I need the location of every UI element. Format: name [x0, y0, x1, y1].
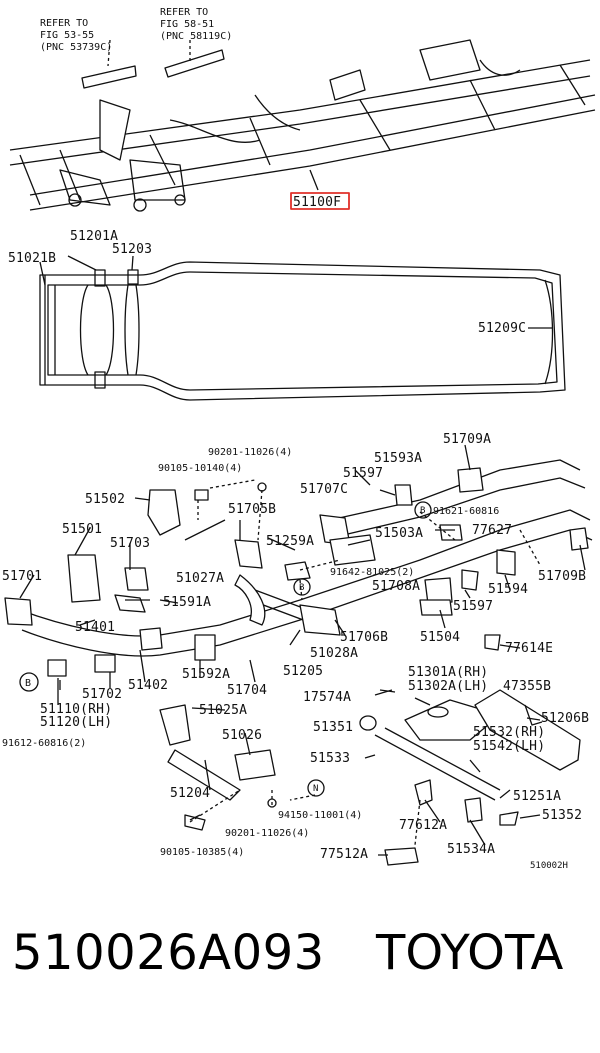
label-77512A[interactable]: 77512A — [320, 847, 368, 862]
label-91621[interactable]: 91621-60816 — [433, 506, 499, 517]
main-part-highlight-box — [290, 192, 350, 210]
label-51402[interactable]: 51402 — [128, 678, 168, 693]
label-51597-a[interactable]: 51597 — [343, 466, 383, 481]
label-51259A[interactable]: 51259A — [266, 534, 314, 549]
ref1-line1: REFER TO — [40, 18, 88, 29]
label-51592A[interactable]: 51592A — [182, 667, 230, 682]
parts-diagram: REFER TO FIG 53-55 (PNC 53739C) REFER TO… — [2, 7, 596, 871]
figure-number: 510002H — [530, 861, 568, 871]
label-51594[interactable]: 51594 — [488, 582, 528, 597]
label-51201A[interactable]: 51201A — [70, 229, 118, 244]
part-number: 510026A093 — [12, 925, 325, 981]
label-51702[interactable]: 51702 — [82, 687, 122, 702]
label-51534A[interactable]: 51534A — [447, 842, 495, 857]
frame-top-view-illustration — [39, 261, 566, 401]
footer: 510026A093 TOYOTA — [0, 925, 600, 1035]
label-51533[interactable]: 51533 — [310, 751, 350, 766]
ref2-line2: FIG 58-51 — [160, 19, 214, 30]
label-51206B[interactable]: 51206B — [541, 711, 589, 726]
label-51028A[interactable]: 51028A — [310, 646, 358, 661]
label-51025A[interactable]: 51025A — [199, 703, 247, 718]
label-51205[interactable]: 51205 — [283, 664, 323, 679]
label-51021B[interactable]: 51021B — [8, 251, 56, 266]
label-51542[interactable]: 51542(LH) — [473, 739, 545, 754]
frame-assembly-illustration — [9, 39, 596, 212]
label-51532[interactable]: 51532(RH) — [473, 725, 545, 740]
label-51704[interactable]: 51704 — [227, 683, 267, 698]
marker-b-mid: B — [299, 583, 304, 593]
label-51026[interactable]: 51026 — [222, 728, 262, 743]
label-51707C[interactable]: 51707C — [300, 482, 348, 497]
label-51120[interactable]: 51120(LH) — [40, 715, 112, 730]
ref2-line3: (PNC 58119C) — [160, 31, 232, 42]
label-51209C[interactable]: 51209C — [478, 321, 526, 336]
label-51204[interactable]: 51204 — [170, 786, 210, 801]
label-51706B[interactable]: 51706B — [340, 630, 388, 645]
label-51709B[interactable]: 51709B — [538, 569, 586, 584]
label-90105-b[interactable]: 90105-10385(4) — [160, 847, 244, 858]
label-51351[interactable]: 51351 — [313, 720, 353, 735]
label-90201-b[interactable]: 90201-11026(4) — [225, 828, 309, 839]
label-90105-a[interactable]: 90105-10140(4) — [158, 463, 242, 474]
label-94150[interactable]: 94150-11001(4) — [278, 810, 362, 821]
ref2-line1: REFER TO — [160, 7, 208, 18]
marker-b-right: B — [420, 506, 425, 516]
label-51503A[interactable]: 51503A — [375, 526, 423, 541]
ref1-line3: (PNC 53739C) — [40, 42, 112, 53]
label-17574A[interactable]: 17574A — [303, 690, 351, 705]
label-90201-a[interactable]: 90201-11026(4) — [208, 447, 292, 458]
label-51593A[interactable]: 51593A — [374, 451, 422, 466]
label-51701[interactable]: 51701 — [2, 569, 42, 584]
marker-b-left: B — [25, 678, 31, 689]
marker-n: N — [313, 784, 318, 794]
label-51708A[interactable]: 51708A — [372, 579, 420, 594]
label-51401[interactable]: 51401 — [75, 620, 115, 635]
label-51352[interactable]: 51352 — [542, 808, 582, 823]
label-51502[interactable]: 51502 — [85, 492, 125, 507]
label-51302A[interactable]: 51302A(LH) — [408, 679, 488, 694]
label-47355B[interactable]: 47355B — [503, 679, 551, 694]
label-51703[interactable]: 51703 — [110, 536, 150, 551]
label-91612[interactable]: 91612-60816(2) — [2, 738, 86, 749]
label-51591A[interactable]: 51591A — [163, 595, 211, 610]
label-51504[interactable]: 51504 — [420, 630, 460, 645]
label-51501[interactable]: 51501 — [62, 522, 102, 537]
label-51251A[interactable]: 51251A — [513, 789, 561, 804]
label-51203[interactable]: 51203 — [112, 242, 152, 257]
main-part-label[interactable]: 51100F — [293, 195, 341, 210]
label-51709A[interactable]: 51709A — [443, 432, 491, 447]
label-51597-b[interactable]: 51597 — [453, 599, 493, 614]
label-51705B[interactable]: 51705B — [228, 502, 276, 517]
label-77614E[interactable]: 77614E — [505, 641, 553, 656]
label-51027A[interactable]: 51027A — [176, 571, 224, 586]
label-91642[interactable]: 91642-81025(2) — [330, 567, 414, 578]
label-51301A[interactable]: 51301A(RH) — [408, 665, 488, 680]
label-77627[interactable]: 77627 — [472, 523, 512, 538]
label-77612A[interactable]: 77612A — [399, 818, 447, 833]
exploded-parts-illustration — [4, 444, 593, 866]
label-51110[interactable]: 51110(RH) — [40, 702, 112, 717]
ref1-line2: FIG 53-55 — [40, 30, 94, 41]
brand-name: TOYOTA — [376, 925, 564, 981]
